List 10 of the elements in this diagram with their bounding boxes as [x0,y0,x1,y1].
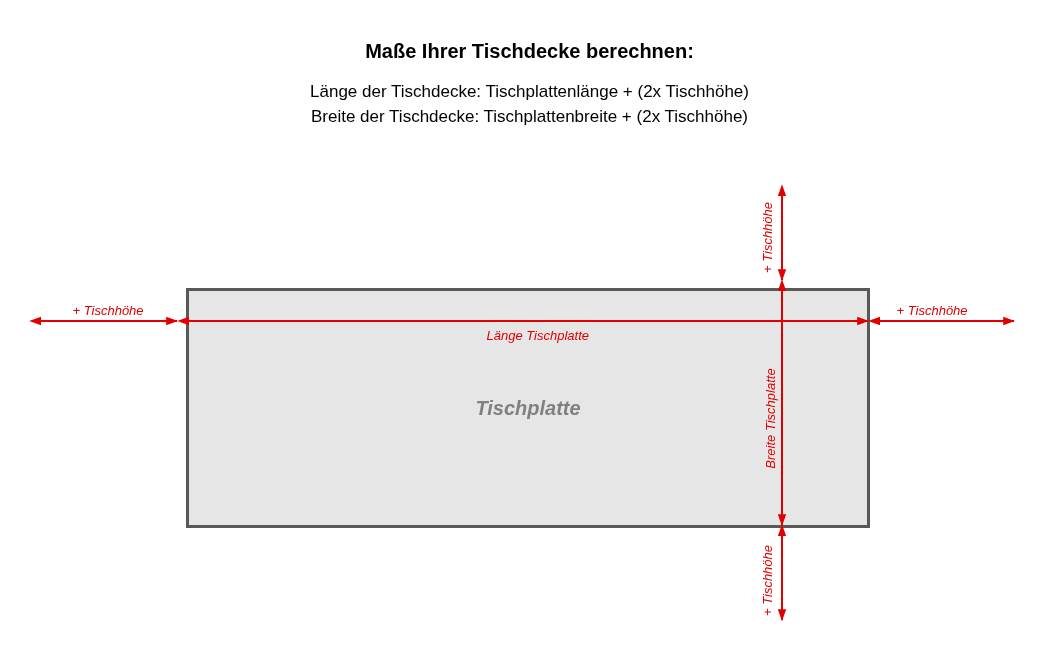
dimension-label: + Tischhöhe [72,302,144,318]
dimension-label: + Tischhöhe [759,201,775,273]
dimension-label: Breite Tischplatte [762,367,778,469]
formula-text: Breite der Tischdecke: Tischplattenbreite + (2x Tischhöhe) [310,107,749,127]
tabletop-rectangle [186,288,870,528]
dimension-label: Länge Tischplatte [486,327,589,343]
dimension-label: + Tischhöhe [759,544,775,616]
formula-text: Länge der Tischdecke: Tischplattenlänge + (2x Tischhöhe) [309,82,750,102]
title: Maße Ihrer Tischdecke berechnen: [364,40,695,63]
dimension-label: + Tischhöhe [896,302,968,318]
